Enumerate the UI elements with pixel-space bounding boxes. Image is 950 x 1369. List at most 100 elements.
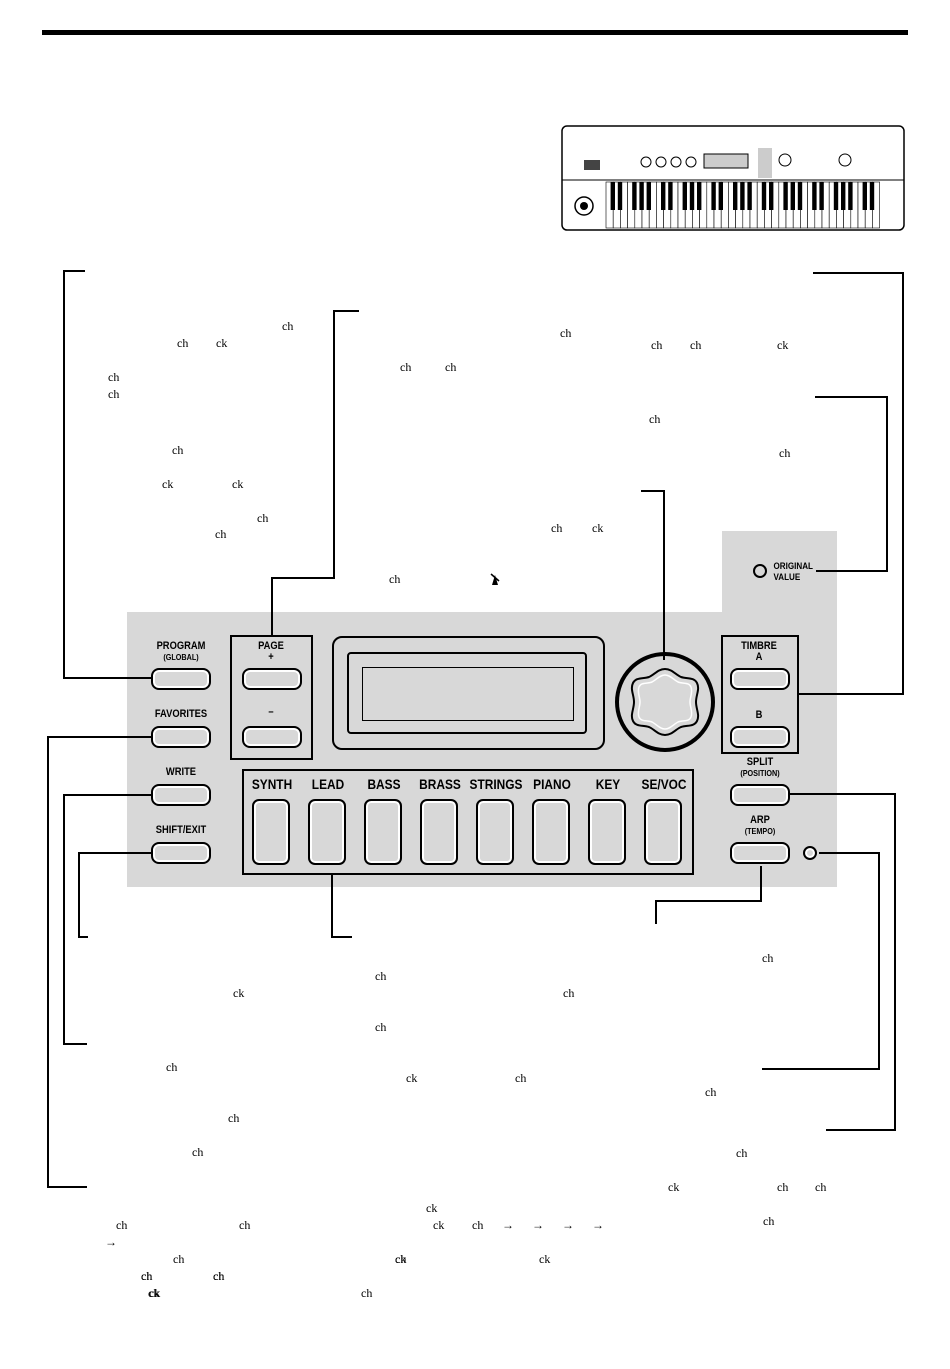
text-fragment: ck (216, 336, 228, 350)
black-key (682, 182, 687, 210)
category-label: LEAD (311, 776, 345, 792)
category-pad[interactable] (532, 799, 570, 865)
callout-line (655, 900, 657, 924)
category-pad[interactable] (476, 799, 514, 865)
text-fragment: ch (763, 1214, 775, 1228)
text-fragment: ch (375, 969, 387, 983)
callout-line (894, 793, 896, 1131)
black-key (761, 182, 767, 210)
page-minus-button[interactable] (242, 726, 302, 748)
text-fragment: ch (172, 443, 184, 457)
callout-line (790, 793, 896, 795)
category-pad[interactable] (252, 799, 290, 865)
black-key (740, 182, 745, 210)
text-fragment: ch (736, 1146, 748, 1160)
metronome-icon (490, 573, 500, 585)
timbre-a-button[interactable] (730, 668, 790, 690)
callout-line (47, 1186, 87, 1188)
favorites-button[interactable] (151, 726, 211, 748)
original-value-led (753, 564, 767, 578)
lcd-display (362, 667, 574, 721)
text-fragment: ch (395, 1252, 407, 1266)
callout-line (63, 270, 85, 272)
callout-line (78, 852, 80, 938)
arrow-icon: → (532, 1218, 544, 1232)
category-label: SE/VOC (641, 776, 687, 792)
black-key (639, 182, 644, 210)
text-fragment: ck (668, 1180, 680, 1194)
arrow-icon: → (562, 1218, 574, 1232)
text-fragment: ch (141, 1269, 153, 1283)
callout-line (63, 1043, 87, 1045)
text-fragment: ck (395, 1252, 407, 1266)
black-key (833, 182, 839, 210)
text-fragment: ch (563, 986, 575, 1000)
text-fragment: ch (472, 1218, 484, 1232)
black-key (733, 182, 738, 210)
black-key (797, 182, 803, 210)
text-fragment: ch (116, 1218, 128, 1232)
category-pad[interactable] (588, 799, 626, 865)
text-fragment: ck (592, 521, 604, 535)
text-fragment: ch (779, 446, 791, 460)
black-key (632, 182, 637, 210)
black-key (646, 182, 651, 210)
black-key (783, 182, 788, 210)
black-key (869, 182, 875, 210)
black-key (848, 182, 853, 210)
text-fragment: ch (213, 1269, 225, 1283)
text-fragment: ch (108, 387, 120, 401)
text-fragment: ch (361, 1286, 373, 1300)
callout-line (271, 577, 335, 579)
text-fragment: ch (141, 1269, 153, 1283)
text-fragment: ck (539, 1252, 551, 1266)
callout-line (331, 936, 352, 938)
timbre-b-button[interactable] (730, 726, 790, 748)
category-pad[interactable] (644, 799, 682, 865)
timbre-button-group (721, 635, 799, 754)
text-fragment: ch (239, 1218, 251, 1232)
black-key (610, 182, 615, 210)
category-pad[interactable] (364, 799, 402, 865)
callout-line (886, 396, 888, 572)
black-key (711, 182, 716, 210)
callout-line (819, 852, 880, 854)
callout-line (78, 852, 151, 854)
text-fragment: ch (762, 951, 774, 965)
callout-line (63, 794, 65, 1045)
black-key (617, 182, 623, 210)
text-fragment: ck (406, 1071, 418, 1085)
write-button[interactable] (151, 784, 211, 806)
arp-led-icon (803, 846, 817, 860)
text-fragment: ch (705, 1085, 717, 1099)
callout-line (655, 900, 762, 902)
arrow-icon: → (105, 1235, 117, 1249)
text-fragment: ch (173, 1252, 185, 1266)
black-key (747, 182, 752, 210)
category-pad[interactable] (420, 799, 458, 865)
text-fragment: ch (228, 1111, 240, 1125)
page-plus-button[interactable] (242, 668, 302, 690)
value-dial[interactable] (614, 651, 716, 753)
black-key (819, 182, 824, 210)
category-label: PIANO (533, 776, 571, 792)
callout-line (63, 270, 65, 678)
black-key (769, 182, 774, 210)
callout-line (799, 693, 904, 695)
category-pad[interactable] (308, 799, 346, 865)
shift-exit-button[interactable] (151, 842, 211, 864)
category-label: BASS (367, 776, 401, 792)
program-button[interactable] (151, 668, 211, 690)
synth-overview-illustration (561, 125, 905, 231)
category-pad-group (242, 769, 694, 875)
arp-button[interactable] (730, 842, 790, 864)
black-key (718, 182, 723, 210)
text-fragment: ck (149, 1286, 161, 1300)
text-fragment: ch (389, 572, 401, 586)
callout-line (47, 736, 151, 738)
write-label: WRITE (165, 766, 197, 778)
text-fragment: ck (232, 477, 244, 491)
split-button[interactable] (730, 784, 790, 806)
text-fragment: ch (192, 1145, 204, 1159)
